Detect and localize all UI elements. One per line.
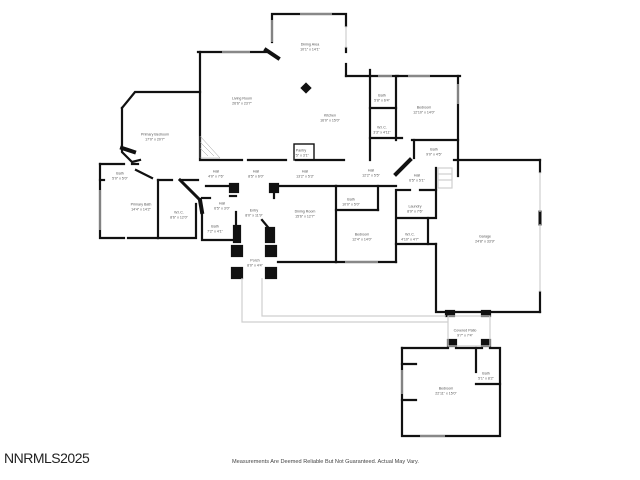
walls bbox=[98, 12, 542, 438]
room-dimensions: 24'8" x 33'9" bbox=[475, 239, 495, 243]
fireplace-hatch bbox=[199, 135, 221, 159]
room-dimensions: 8'6" x 12'0" bbox=[170, 215, 188, 219]
room-name: Bath bbox=[430, 147, 438, 152]
room-dimensions: 9'0" x 4'5" bbox=[426, 152, 442, 156]
room-name: Hall bbox=[252, 169, 260, 174]
room-name: Primary Bath bbox=[130, 202, 152, 207]
room-name: Pantry bbox=[295, 148, 307, 153]
room-name: Bedroom bbox=[354, 232, 370, 237]
room-name: Bedroom bbox=[438, 386, 454, 391]
room-name: Bath bbox=[378, 93, 386, 98]
room-dimensions: 22'11" x 15'0" bbox=[435, 391, 457, 395]
room-dimensions: 9'7" x 7'4" bbox=[457, 333, 473, 337]
room-dimensions: 12'4" x 14'0" bbox=[352, 237, 372, 241]
room-name: Bath bbox=[116, 171, 124, 176]
room-dimensions: 8'5" x 6'0" bbox=[248, 174, 264, 178]
room-name: Primary Bedroom bbox=[141, 132, 169, 137]
room-name: Dining Room bbox=[294, 209, 316, 214]
room-dimensions: 15'6" x 12'7" bbox=[295, 214, 315, 218]
room-name: Bath bbox=[347, 197, 355, 202]
room-name: Living Room bbox=[232, 96, 252, 101]
room-name: Hall bbox=[301, 169, 309, 174]
room-name: Kitchen bbox=[324, 113, 336, 118]
room-name: Hall bbox=[218, 201, 226, 206]
room-dimensions: 5'1" x 8'2" bbox=[478, 376, 494, 380]
room-name: W.I.C. bbox=[405, 232, 415, 237]
room-name: W.I.C. bbox=[377, 125, 387, 130]
room-dimensions: 6'5" x 5'1" bbox=[409, 178, 425, 182]
room-dimensions: 5'8" x 6'4" bbox=[374, 98, 390, 102]
room-dimensions: 13'2" x 5'3" bbox=[296, 174, 314, 178]
room-name: Dining Area bbox=[300, 42, 320, 47]
room-dimensions: 8'9" x 7'6" bbox=[407, 209, 423, 213]
room-dimensions: 5'0" x 5'0" bbox=[112, 176, 128, 180]
pantry-walls bbox=[293, 143, 315, 161]
column bbox=[300, 82, 312, 94]
room-dimensions: 7'2" x 4'1" bbox=[207, 229, 223, 233]
room-name: Covered Patio bbox=[453, 328, 477, 333]
room-dimensions: 3'3" x 4'11" bbox=[373, 130, 391, 134]
room-name: Hall bbox=[413, 173, 421, 178]
room-name: W.I.C. bbox=[174, 210, 184, 215]
room-dimensions: 4'0" x 7'6" bbox=[208, 174, 224, 178]
room-label: W.I.C.4'10" x 4'7" bbox=[401, 232, 419, 241]
room-name: Hall bbox=[367, 168, 375, 173]
room-dimensions: 4'5" x 3'1" bbox=[293, 153, 309, 157]
room-label: W.I.C.3'3" x 4'11" bbox=[373, 125, 390, 134]
measurement-disclaimer: Measurements Are Deemed Reliable But Not… bbox=[232, 459, 419, 465]
room-dimensions: 10'0" x 5'0" bbox=[342, 202, 360, 206]
room-dimensions: 4'10" x 4'7" bbox=[401, 237, 419, 241]
room-dimensions: 10'1" x 14'1" bbox=[300, 47, 320, 51]
mls-watermark: NNRMLS2025 bbox=[4, 450, 90, 466]
room-dimensions: 14'4" x 14'2" bbox=[131, 207, 151, 211]
room-label: W.I.C.8'6" x 12'0" bbox=[170, 210, 188, 219]
room-dimensions: 12'10" x 14'0" bbox=[413, 110, 435, 114]
room-dimensions: 6'5" x 3'0" bbox=[214, 206, 230, 210]
room-name: Entry bbox=[249, 208, 259, 213]
room-name: Laundry bbox=[408, 204, 422, 209]
room-dimensions: 26'6" x 23'7" bbox=[232, 101, 252, 105]
room-dimensions: 8'0" x 4'4" bbox=[247, 263, 263, 267]
room-name: Hall bbox=[212, 169, 220, 174]
room-name: Bedroom bbox=[416, 105, 432, 110]
room-dimensions: 17'0" x 20'7" bbox=[145, 137, 165, 141]
room-dimensions: 8'0" x 11'9" bbox=[245, 213, 263, 217]
room-name: Porch bbox=[250, 258, 260, 263]
room-name: Bath bbox=[211, 224, 219, 229]
room-dimensions: 12'2" x 5'5" bbox=[362, 173, 380, 177]
room-name: Bath bbox=[482, 371, 490, 376]
windows-and-outlines bbox=[99, 13, 541, 437]
room-name: Garage bbox=[479, 234, 491, 239]
room-dimensions: 16'0" x 15'0" bbox=[320, 118, 340, 122]
